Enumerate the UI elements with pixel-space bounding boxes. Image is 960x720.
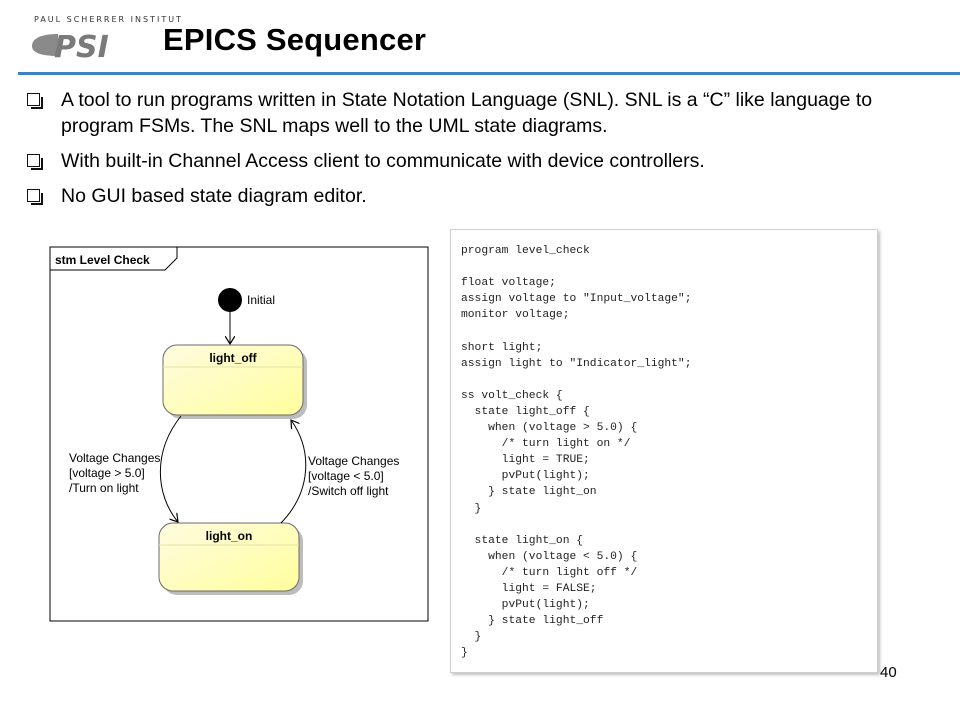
- page-number: 40: [880, 664, 897, 681]
- psi-logo: PAUL SCHERRER INSTITUT PSI: [28, 12, 181, 62]
- frame-label: stm Level Check: [55, 253, 150, 267]
- psi-logo-mark: PSI: [32, 30, 109, 62]
- transition-on-to-off: [280, 420, 307, 524]
- uml-state-diagram: stm Level Check Initial light_off light_…: [49, 246, 429, 622]
- bullet-text: A tool to run programs written in State …: [61, 89, 873, 137]
- state-light-off: [162, 344, 304, 416]
- checkbox-bullet-icon: [27, 154, 43, 170]
- state-light-off-label: light_off: [209, 351, 257, 365]
- state-light-on-label: light_on: [206, 529, 253, 543]
- transition-guard: [voltage < 5.0]: [308, 469, 384, 483]
- bullet-item: With built-in Channel Access client to c…: [24, 148, 944, 174]
- checkbox-bullet-icon: [27, 189, 43, 205]
- transition-action: /Switch off light: [308, 484, 389, 498]
- bullet-text: With built-in Channel Access client to c…: [61, 150, 705, 172]
- snl-code-listing: program level_check float voltage; assig…: [461, 245, 692, 660]
- transition-off-to-on: [159, 415, 182, 522]
- transition-guard: [voltage > 5.0]: [69, 466, 145, 480]
- code-listing-panel: program level_check float voltage; assig…: [450, 229, 878, 673]
- bullet-item: A tool to run programs written in State …: [24, 87, 944, 139]
- logo-text: PAUL SCHERRER INSTITUT: [34, 15, 183, 24]
- page-title: EPICS Sequencer: [163, 22, 427, 57]
- bullet-item: No GUI based state diagram editor.: [24, 183, 944, 209]
- bullet-list: A tool to run programs written in State …: [24, 87, 944, 218]
- bullet-text: No GUI based state diagram editor.: [61, 185, 367, 207]
- transition-label: Voltage Changes: [308, 454, 399, 468]
- state-light-on: [158, 522, 300, 592]
- initial-label: Initial: [247, 293, 275, 307]
- transition-label: Voltage Changes: [69, 451, 160, 465]
- checkbox-bullet-icon: [27, 93, 43, 109]
- logo-mark-text: PSI: [54, 30, 109, 62]
- initial-node: [218, 288, 242, 312]
- transition-action: /Turn on light: [69, 481, 139, 495]
- frame-label-tab: [50, 247, 178, 271]
- title-underline: [18, 72, 960, 75]
